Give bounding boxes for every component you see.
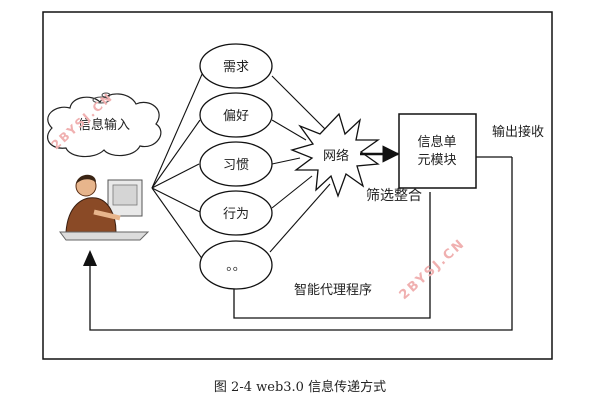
svg-text:习惯: 习惯 (223, 157, 249, 173)
watermark-right: 2BYSJ.CN (397, 236, 469, 303)
figure-caption: 图 2-4 web3.0 信息传递方式 (213, 380, 387, 395)
agent-label: 智能代理程序 (294, 283, 372, 298)
outer-frame (42, 11, 553, 360)
ellipse-preference: 偏好 (199, 92, 273, 138)
module-label-line1: 信息单 (417, 134, 456, 150)
ellipse-demand: 需求 (199, 43, 273, 89)
filter-label: 筛选整合 (366, 188, 422, 204)
feedback-loop (89, 157, 513, 331)
svg-text:偏好: 偏好 (223, 109, 249, 124)
ellipse-behavior: 行为 (199, 190, 273, 236)
network-label: 网络 (323, 148, 349, 164)
ellipse-habit: 习惯 (199, 141, 273, 187)
info-module-box (398, 113, 477, 189)
fan-lines (151, 71, 204, 261)
cloud-label: 信息输入 (78, 117, 130, 133)
network-lines (269, 75, 331, 253)
svg-text:。。: 。。 (226, 259, 246, 274)
output-label: 输出接收 (492, 124, 544, 140)
agent-line (233, 192, 431, 319)
module-label-line2: 元模块 (417, 153, 456, 168)
ellipse-etc: 。。 (199, 240, 273, 290)
feedback-arrowhead (83, 250, 97, 266)
cloud-shape (47, 92, 162, 158)
network-starburst (289, 112, 381, 198)
person-computer-icon (59, 174, 150, 241)
svg-text:需求: 需求 (223, 60, 249, 75)
svg-text:行为: 行为 (223, 207, 249, 222)
